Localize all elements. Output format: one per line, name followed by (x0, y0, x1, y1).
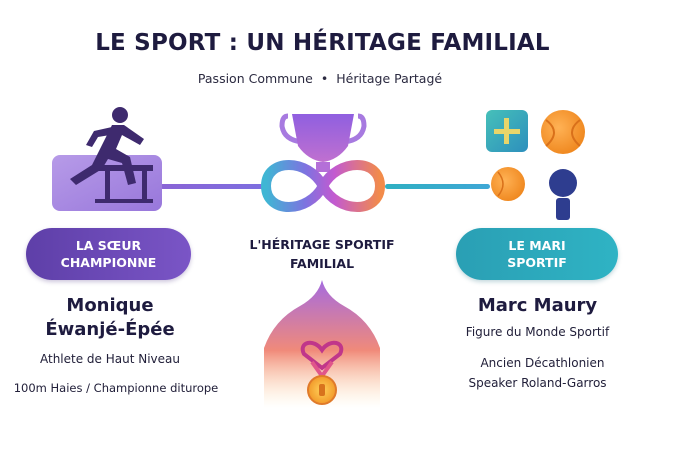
subtitle-separator: • (320, 71, 329, 86)
left-connector-line (160, 184, 265, 189)
right-connector-line (385, 184, 490, 189)
page-subtitle: Passion Commune • Héritage Partagé (0, 71, 640, 86)
sister-name-line1: Monique (66, 295, 154, 316)
microphone-icon (549, 169, 577, 220)
husband-description-3: Speaker Roland-Garros (468, 376, 607, 390)
husband-badge-line2: SPORTIF (507, 255, 567, 270)
husband-badge-line1: LE MARI (508, 238, 566, 253)
page-title: LE SPORT : UN HÉRITAGE FAMILIAL (95, 30, 550, 56)
husband-description-2: Ancien Décathlonien (480, 356, 605, 370)
center-label-line1: L'HÉRITAGE SPORTIF (249, 237, 395, 252)
sister-description-2: 100m Haies / Championne diturope (13, 381, 219, 395)
infinity-icon (260, 160, 386, 212)
center-heritage-label: L'HÉRITAGE SPORTIF FAMILIAL (232, 235, 412, 273)
husband-name: Marc Maury (477, 295, 598, 316)
subtitle-left: Passion Commune (197, 71, 313, 86)
sister-name: Monique Éwanjé-Épée (15, 294, 205, 342)
center-label-line2: FAMILIAL (289, 256, 355, 271)
husband-description-1: Figure du Monde Sportif (465, 325, 610, 339)
sports-cluster-icon (486, 110, 585, 201)
heart-medal-icon (264, 280, 380, 408)
trophy-icon (279, 113, 367, 172)
sister-name-line2: Éwanjé-Épée (45, 319, 175, 340)
sister-champion-badge: LA SŒUR CHAMPIONNE (26, 228, 191, 280)
sister-description-1: Athlete de Haut Niveau (40, 352, 180, 366)
husband-sportif-badge: LE MARI SPORTIF (456, 228, 618, 280)
hurdler-icon (52, 107, 162, 211)
sister-badge-line1: LA SŒUR (75, 238, 142, 253)
sister-badge-line2: CHAMPIONNE (60, 255, 157, 270)
subtitle-right: Héritage Partagé (336, 71, 443, 86)
